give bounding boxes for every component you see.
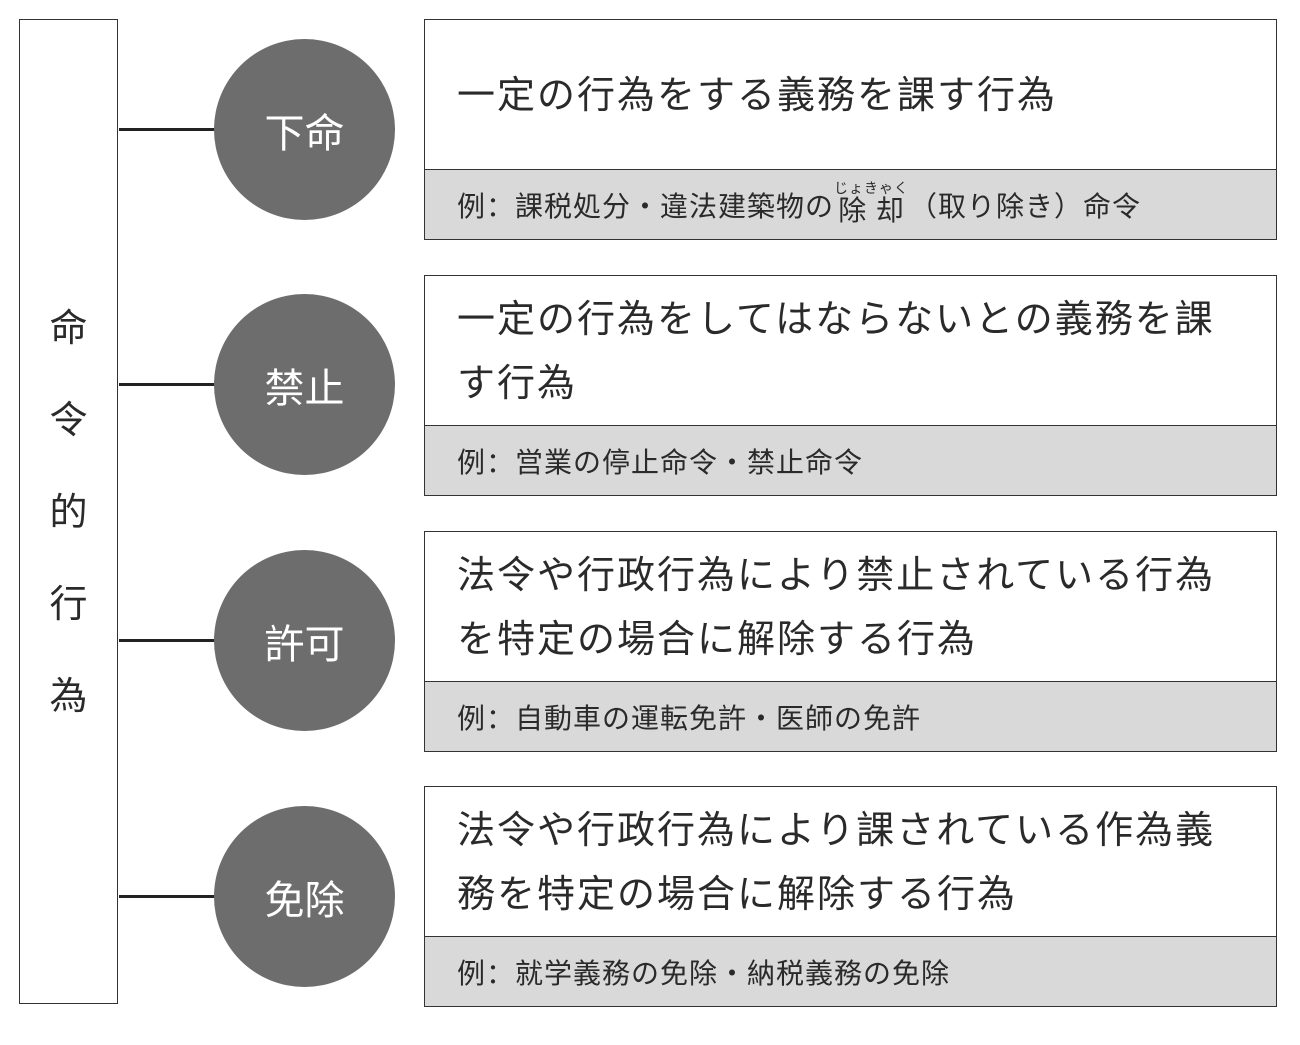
ruby-reading: じょきゃく (834, 180, 910, 197)
example-post: （取り除き）命令 (909, 189, 1142, 223)
connector-line (119, 895, 219, 898)
ruby-word: 除却じょきゃく (834, 181, 909, 229)
root-category-box: 命 令 的 行 為 (19, 19, 118, 1004)
category-circle-kamei: 下命 (214, 39, 395, 220)
ruby-base: 除却 (834, 193, 909, 227)
example-text: 例：営業の停止命令・禁止命令 (425, 426, 1276, 495)
example-text: 例：就学義務の免除・納税義務の免除 (425, 937, 1276, 1006)
category-circle-kyoka: 許可 (214, 550, 395, 731)
definition-box: 法令や行政行為により禁止されている行為を特定の場合に解除する行為 例：自動車の運… (424, 531, 1277, 752)
definition-text: 一定の行為をしてはならないとの義務を課す行為 (425, 276, 1276, 426)
definition-text: 一定の行為をする義務を課す行為 (425, 20, 1276, 170)
definition-text: 法令や行政行為により課されている作為義務を特定の場合に解除する行為 (425, 787, 1276, 937)
definition-box: 一定の行為をしてはならないとの義務を課す行為 例：営業の停止命令・禁止命令 (424, 275, 1277, 496)
example-text: 例：課税処分・違法建築物の除却じょきゃく（取り除き）命令 (425, 170, 1276, 239)
root-char: 為 (49, 673, 88, 718)
category-circle-kinshi: 禁止 (214, 294, 395, 475)
root-char: 的 (49, 489, 88, 534)
definition-box: 法令や行政行為により課されている作為義務を特定の場合に解除する行為 例：就学義務… (424, 786, 1277, 1007)
connector-line (119, 128, 219, 131)
definition-text: 法令や行政行為により禁止されている行為を特定の場合に解除する行為 (425, 532, 1276, 682)
category-circle-menjo: 免除 (214, 806, 395, 987)
example-text: 例：自動車の運転免許・医師の免許 (425, 682, 1276, 751)
definition-box: 一定の行為をする義務を課す行為 例：課税処分・違法建築物の除却じょきゃく（取り除… (424, 19, 1277, 240)
root-char: 命 (49, 305, 88, 350)
root-char: 行 (49, 581, 88, 626)
example-pre: 例：課税処分・違法建築物の (457, 189, 835, 223)
connector-line (119, 639, 219, 642)
connector-line (119, 383, 219, 386)
root-char: 令 (49, 397, 88, 442)
